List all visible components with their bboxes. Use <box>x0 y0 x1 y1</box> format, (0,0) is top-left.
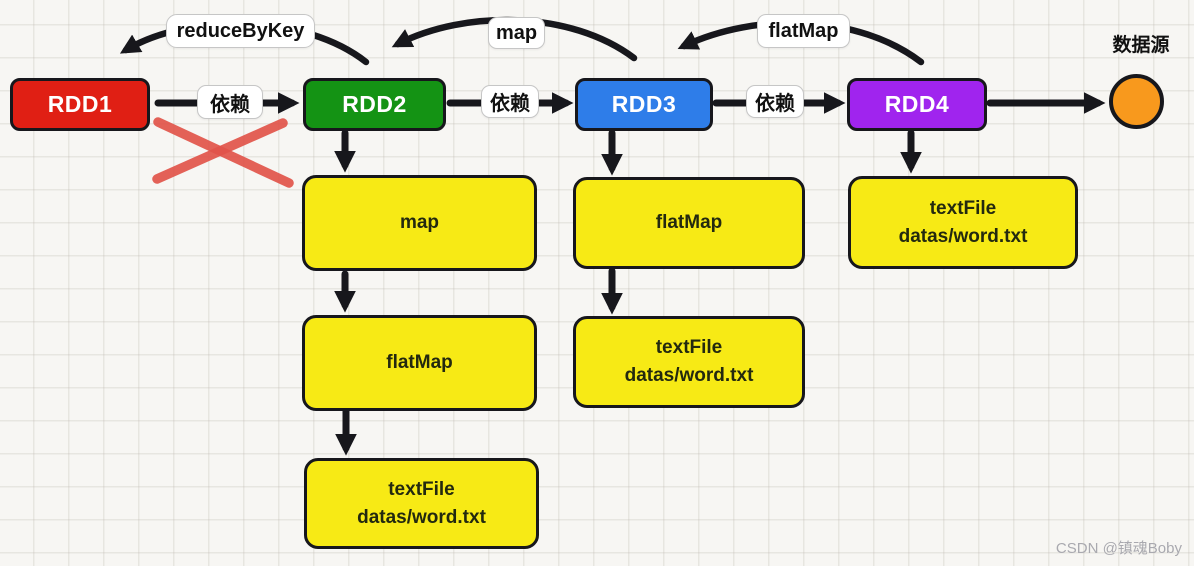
dependency-label-1: 依赖 <box>197 85 263 119</box>
lineage-label-map: map <box>488 17 545 49</box>
lineage-label-flatmap-text: flatMap <box>768 19 839 42</box>
node-rdd2-label: RDD2 <box>342 91 407 117</box>
datasource-circle <box>1109 74 1164 129</box>
op-box-rdd4-textfile: textFile datas/word.txt <box>848 176 1078 269</box>
op-box-rdd2-flatmap-text: flatMap <box>386 352 453 374</box>
op-box-rdd4-textfile-line2: datas/word.txt <box>898 225 1028 247</box>
node-rdd3-label: RDD3 <box>611 91 677 117</box>
dependency-label-2: 依赖 <box>481 85 539 118</box>
node-rdd4: RDD4 <box>847 78 987 131</box>
lineage-label-map-text: map <box>495 21 538 44</box>
node-rdd1: RDD1 <box>10 78 150 131</box>
dependency-label-2-text: 依赖 <box>490 93 530 115</box>
op-box-rdd2-map: map <box>302 175 537 271</box>
op-box-rdd2-textfile: textFile datas/word.txt <box>304 458 539 549</box>
node-rdd1-label: RDD1 <box>47 91 113 117</box>
node-rdd3: RDD3 <box>575 78 713 131</box>
op-box-rdd2-textfile-line1: textFile <box>388 478 455 500</box>
op-box-rdd4-textfile-line1: textFile <box>929 197 997 219</box>
op-box-rdd2-textfile-line2: datas/word.txt <box>357 506 486 528</box>
dependency-label-3: 依赖 <box>746 85 804 118</box>
lineage-label-flatmap: flatMap <box>757 14 850 48</box>
node-rdd2: RDD2 <box>303 78 446 131</box>
op-box-rdd2-map-text: map <box>399 212 440 234</box>
lineage-label-reducebykey-text: reduceByKey <box>176 19 305 42</box>
lineage-label-reducebykey: reduceByKey <box>166 14 315 48</box>
op-box-rdd2-flatmap: flatMap <box>302 315 537 411</box>
cross-out-mark <box>152 118 288 184</box>
op-box-rdd3-textfile-line2: datas/word.txt <box>624 365 754 386</box>
op-box-rdd3-flatmap: flatMap <box>573 177 805 269</box>
dependency-label-1-text: 依赖 <box>210 93 250 116</box>
node-rdd4-label: RDD4 <box>884 91 950 117</box>
op-box-rdd3-textfile-line1: textFile <box>655 337 723 359</box>
op-box-rdd3-textfile: textFile datas/word.txt <box>573 316 805 408</box>
dependency-label-3-text: 依赖 <box>755 93 795 115</box>
watermark: CSDN @镇魂Boby <box>1055 540 1182 557</box>
op-box-rdd3-flatmap-text: flatMap <box>655 212 723 234</box>
datasource-label: 数据源 <box>1112 35 1170 56</box>
